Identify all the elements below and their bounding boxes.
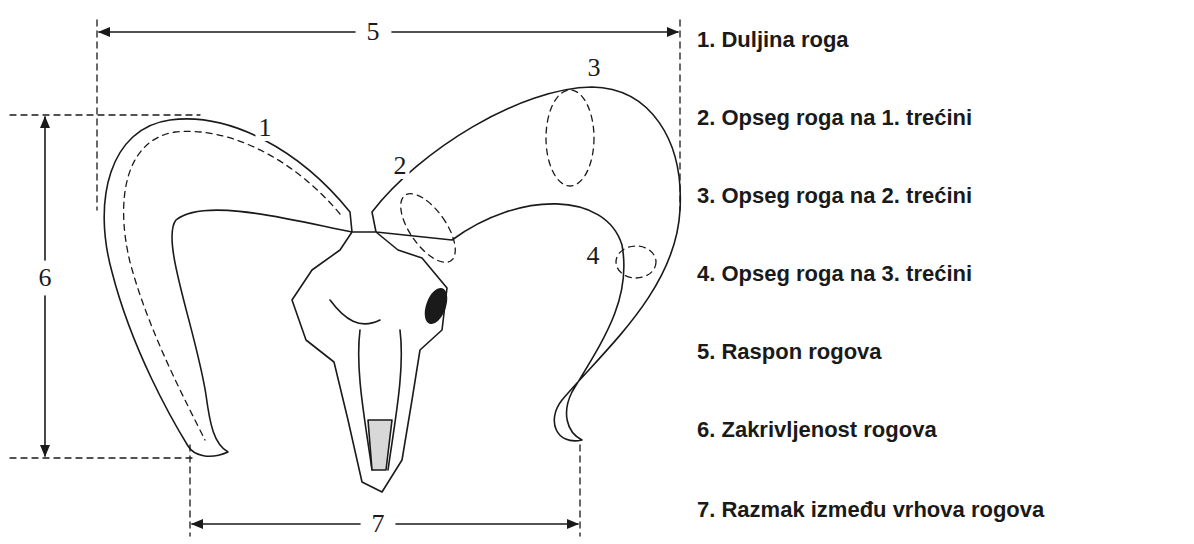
circumference-mark-1 (390, 185, 465, 271)
eye-socket (421, 286, 450, 326)
legend-item: 6. Zakrivljenost rogova (697, 419, 937, 441)
callout-number: 3 (585, 55, 604, 81)
callout-number: 5 (364, 19, 383, 45)
legend-item: 5. Raspon rogova (697, 341, 882, 363)
callout-number: 6 (36, 265, 55, 291)
circumference-mark-2 (546, 90, 594, 186)
extension-line (679, 20, 680, 210)
callout-number: 1 (256, 115, 275, 141)
horn-length-trace (124, 131, 340, 440)
dimension-line (392, 31, 678, 33)
skull (292, 232, 447, 492)
legend-item: 2. Opseg roga na 1. trećini (697, 107, 972, 129)
legend-item: 7. Razmak između vrhova rogova (697, 499, 1044, 521)
legend-item: 3. Opseg roga na 2. trećini (697, 185, 972, 207)
callout-number: 2 (391, 153, 410, 179)
dimension-line (99, 31, 355, 33)
callout-number: 7 (369, 511, 388, 537)
extension-line (189, 445, 190, 536)
legend-item: 1. Duljina roga (697, 29, 849, 51)
extension-line (10, 114, 200, 115)
dimension-line (192, 523, 360, 525)
extension-line (579, 445, 580, 536)
circumference-mark-3 (616, 246, 656, 278)
legend-item: 4. Opseg roga na 3. trećini (697, 263, 972, 285)
dimension-line (44, 296, 46, 456)
extension-line (10, 457, 192, 458)
dimension-line (396, 523, 578, 525)
dimension-line (44, 117, 46, 260)
callout-number: 4 (584, 243, 603, 269)
